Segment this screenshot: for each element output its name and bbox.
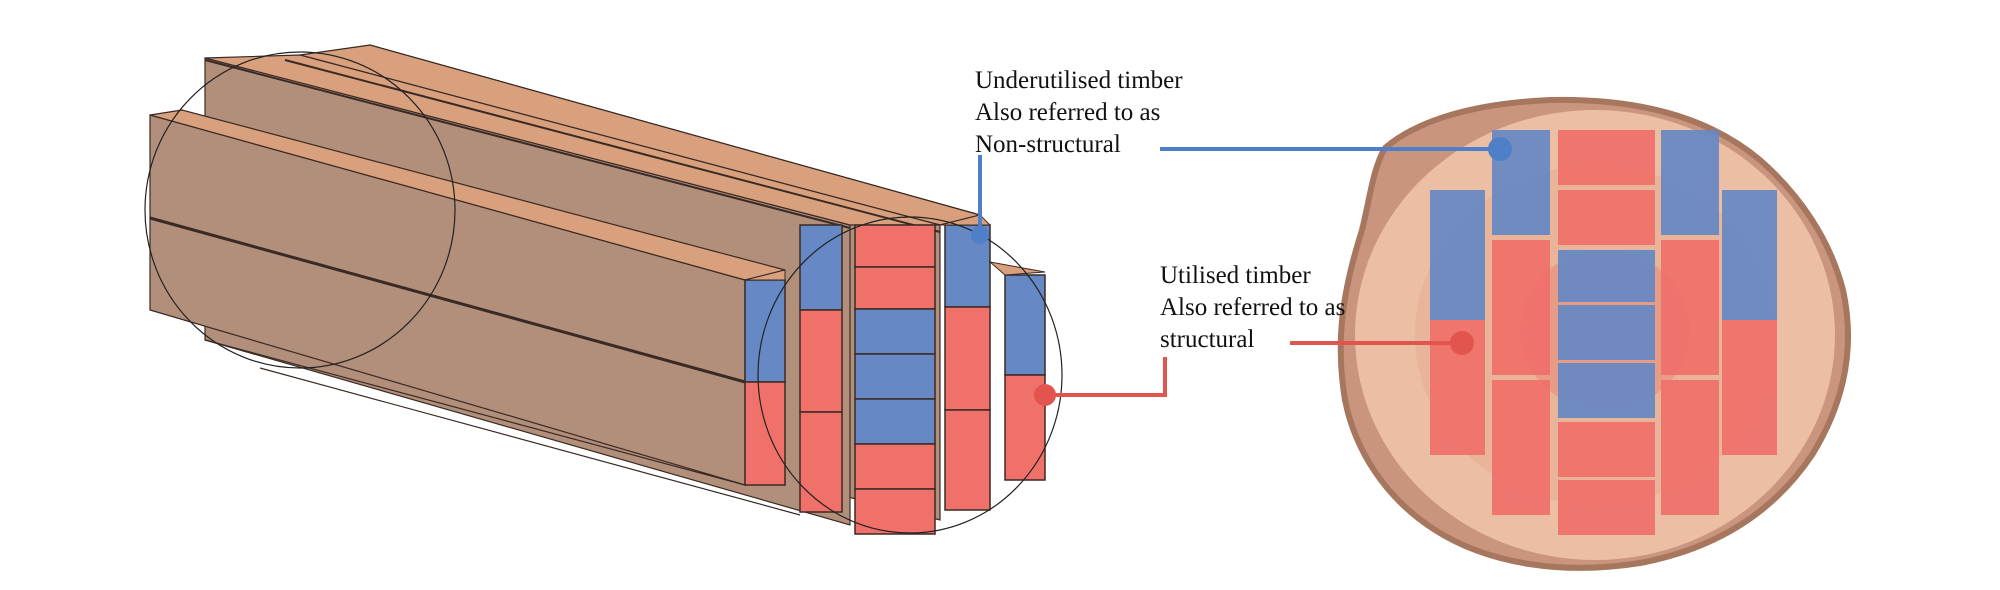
log-front-outline	[757, 216, 1063, 534]
utilised-line-3: structural	[1160, 326, 1255, 353]
underutilised-line-2: Also referred to as	[975, 99, 1161, 126]
underutilised-line-3: Non-structural	[975, 131, 1121, 158]
leader-underutilised	[971, 137, 1512, 244]
underutilised-label: Underutilised timber Also referred to as…	[975, 65, 1183, 161]
utilised-line-2: Also referred to as	[1160, 294, 1346, 321]
leader-utilised	[1034, 331, 1474, 406]
utilised-line-1: Utilised timber	[1160, 262, 1311, 289]
section-boards	[1430, 130, 1777, 535]
log-back-outline	[144, 51, 456, 369]
log-cross-section	[1337, 96, 1852, 571]
underutilised-line-1: Underutilised timber	[975, 67, 1183, 94]
log-3d-view	[144, 44, 1063, 535]
utilised-label: Utilised timber Also referred to as stru…	[1160, 260, 1345, 356]
